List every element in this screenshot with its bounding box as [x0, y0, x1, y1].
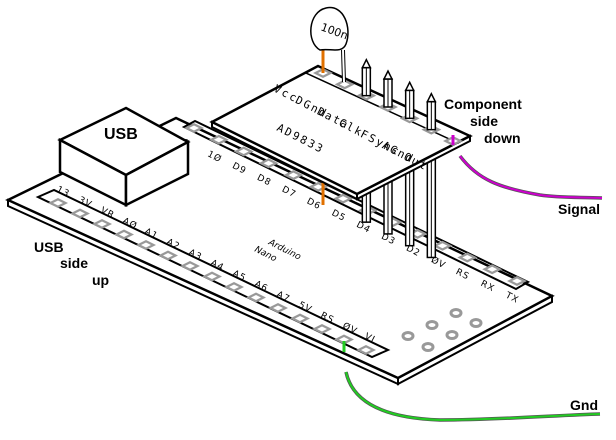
- bottom-header-pad: [334, 334, 354, 345]
- top-header-pad: [258, 158, 279, 169]
- bottom-header-pad: [180, 261, 200, 271]
- header-pin-tip: [382, 69, 394, 108]
- top-header-pad: [283, 170, 304, 181]
- gnd-wire-outline: [344, 371, 601, 422]
- usb-side: [124, 139, 190, 208]
- top-header-pad: [333, 193, 354, 204]
- bottom-header-pad: [312, 324, 332, 334]
- usb-side-line3: up: [92, 272, 109, 288]
- component-side-line2: side: [470, 113, 498, 129]
- usb-side-line2: side: [60, 255, 88, 271]
- module-pad: [334, 79, 355, 90]
- icsp-hole: [449, 308, 463, 318]
- top-header-pad: [457, 252, 478, 263]
- bottom-header-pad: [290, 313, 310, 324]
- bottom-header-pad: [92, 219, 112, 229]
- bottom-header-pad: [70, 208, 90, 219]
- capacitor-100n: 100n: [310, 6, 350, 83]
- top-header-pad: [233, 146, 254, 157]
- header-pin-tip: [426, 91, 437, 131]
- icsp-hole: [469, 318, 483, 328]
- top-header-pad: [507, 276, 527, 286]
- bottom-header-pad: [48, 198, 68, 208]
- bottom-header-pad: [356, 345, 376, 355]
- header-pin-tip: [361, 57, 372, 97]
- component-side-line1: Component: [444, 96, 522, 112]
- gnd-label: Gnd: [570, 397, 598, 413]
- icsp-hole: [421, 342, 435, 352]
- bottom-header-pads: [48, 198, 376, 355]
- top-header-pad: [482, 264, 503, 275]
- bottom-pin-label: VI: [363, 332, 377, 346]
- bottom-header-pad: [136, 240, 156, 250]
- signal-wire: [459, 155, 603, 199]
- bottom-header-pad: [246, 292, 266, 303]
- usb-label: USB: [104, 126, 138, 143]
- header-pin-tip: [404, 80, 415, 120]
- icsp-hole: [445, 330, 459, 340]
- bottom-header-pad: [158, 250, 178, 261]
- usb-side-line1: USB: [34, 239, 64, 255]
- bottom-header-pad: [224, 282, 244, 292]
- top-header-pad: [184, 123, 204, 133]
- icsp-holes: [401, 308, 483, 352]
- bottom-header-outline: [35, 188, 391, 359]
- top-header-pad: [432, 240, 453, 251]
- bottom-header-pad: [202, 271, 222, 282]
- icsp-hole: [425, 320, 439, 330]
- pin-tips: [361, 57, 437, 131]
- gnd-wire: [345, 371, 601, 422]
- capacitor-lead-dgnd-inner: [342, 49, 345, 83]
- top-header-pads: [184, 123, 527, 286]
- capacitor-body: [310, 6, 349, 51]
- bottom-header-pad: [114, 229, 134, 240]
- usb-connector: USB: [57, 106, 191, 208]
- icsp-hole: [401, 331, 415, 341]
- signal-label: Signal: [558, 201, 600, 217]
- top-header-pad: [208, 134, 229, 145]
- component-side-line3: down: [484, 130, 521, 146]
- bottom-header-pad: [268, 303, 288, 313]
